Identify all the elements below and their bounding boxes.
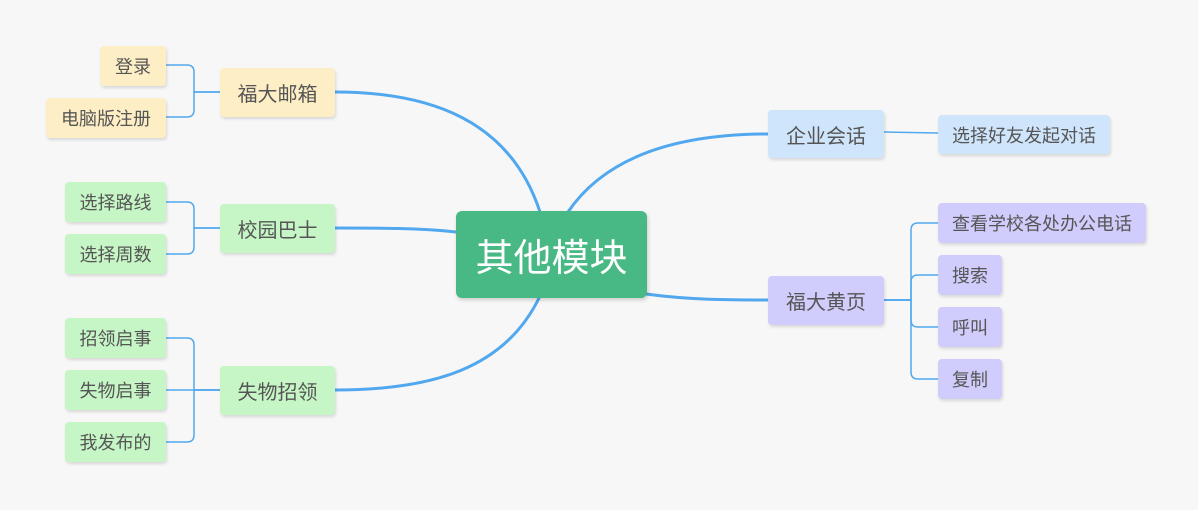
leaf-start-chat-label: 选择好友发起对话 bbox=[952, 125, 1096, 147]
leaf-lost-notice[interactable]: 失物启事 bbox=[65, 370, 166, 410]
branch-enterprise-chat-label: 企业会话 bbox=[786, 123, 866, 148]
leaf-found-notice-label: 招领启事 bbox=[79, 329, 152, 350]
leaf-login-label: 登录 bbox=[115, 57, 151, 78]
leaf-select-route-label: 选择路线 bbox=[79, 193, 152, 214]
branch-yellow-pages-label: 福大黄页 bbox=[786, 290, 866, 314]
connector-yellow-leaf-2 bbox=[883, 274, 939, 301]
connector-root-mailbox bbox=[333, 90, 542, 214]
branch-enterprise-chat[interactable]: 企业会话 bbox=[768, 110, 884, 158]
leaf-view-phones[interactable]: 查看学校各处办公电话 bbox=[938, 203, 1146, 243]
branch-lost-found-label: 失物招领 bbox=[237, 380, 318, 404]
branch-yellow-pages[interactable]: 福大黄页 bbox=[768, 276, 884, 325]
leaf-found-notice[interactable]: 招领启事 bbox=[65, 318, 166, 358]
connector-yellow-leaf-4 bbox=[883, 299, 939, 380]
leaf-copy[interactable]: 复制 bbox=[938, 359, 1002, 399]
leaf-view-phones-label: 查看学校各处办公电话 bbox=[952, 214, 1132, 235]
leaf-select-week-label: 选择周数 bbox=[79, 245, 152, 266]
leaf-select-week[interactable]: 选择周数 bbox=[65, 234, 166, 274]
leaf-call[interactable]: 呼叫 bbox=[938, 307, 1002, 347]
branch-mailbox-label: 福大邮箱 bbox=[237, 82, 318, 106]
connector-root-lost bbox=[333, 294, 542, 392]
connector-mailbox-leaf-1 bbox=[165, 64, 221, 93]
leaf-start-chat[interactable]: 选择好友发起对话 bbox=[938, 115, 1110, 154]
root-node[interactable]: 其他模块 bbox=[456, 211, 647, 298]
leaf-search-label: 搜索 bbox=[952, 266, 988, 287]
connector-lost-leaf-3 bbox=[165, 389, 221, 443]
branch-bus-label: 校园巴士 bbox=[237, 218, 318, 242]
connector-lost-leaf-1 bbox=[165, 337, 221, 391]
leaf-search[interactable]: 搜索 bbox=[938, 255, 1002, 295]
branch-lost-found[interactable]: 失物招领 bbox=[220, 366, 335, 415]
leaf-my-posts[interactable]: 我发布的 bbox=[65, 422, 166, 462]
connector-mailbox-leaf-2 bbox=[165, 91, 221, 118]
leaf-desktop-register[interactable]: 电脑版注册 bbox=[46, 98, 166, 138]
leaf-my-posts-label: 我发布的 bbox=[79, 433, 152, 454]
leaf-lost-notice-label: 失物启事 bbox=[79, 381, 152, 402]
connector-bus-leaf-2 bbox=[165, 227, 221, 255]
connector-root-bus bbox=[333, 226, 458, 234]
leaf-login[interactable]: 登录 bbox=[100, 46, 166, 86]
connector-chat-leaf-1 bbox=[883, 131, 939, 134]
branch-mailbox[interactable]: 福大邮箱 bbox=[220, 68, 335, 117]
branch-bus[interactable]: 校园巴士 bbox=[220, 204, 335, 253]
leaf-call-label: 呼叫 bbox=[952, 318, 988, 339]
root-label: 其他模块 bbox=[475, 236, 628, 280]
leaf-copy-label: 复制 bbox=[952, 370, 988, 391]
leaf-select-route[interactable]: 选择路线 bbox=[65, 182, 166, 222]
connector-root-yellow bbox=[644, 292, 770, 302]
connector-root-chat bbox=[566, 132, 770, 214]
connector-yellow-leaf-1 bbox=[883, 222, 939, 301]
connector-bus-leaf-1 bbox=[165, 201, 221, 229]
leaf-desktop-register-label: 电脑版注册 bbox=[61, 109, 151, 130]
